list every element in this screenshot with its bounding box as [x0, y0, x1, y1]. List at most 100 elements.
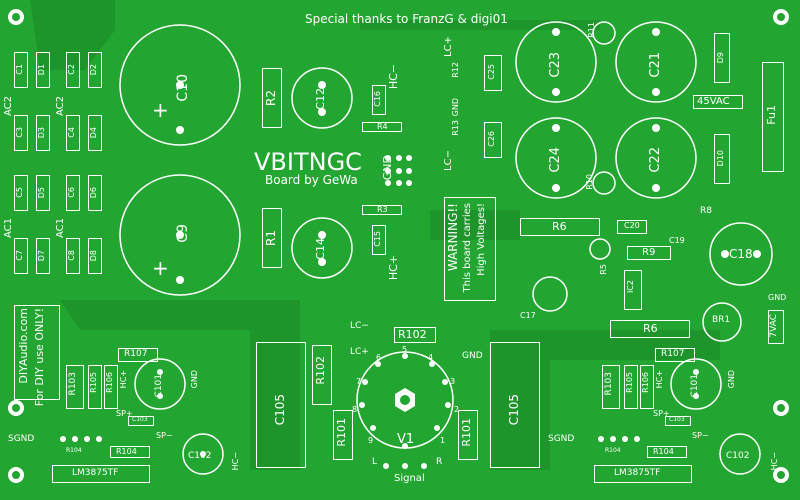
- gnd-pad: [406, 155, 412, 161]
- hc-minus-label: HC−: [387, 64, 400, 90]
- ac1-label: AC1: [55, 218, 66, 239]
- sp-plus-label: SP+: [116, 409, 133, 418]
- r8-label: R8: [700, 206, 712, 216]
- warning-line-3: High Voltages!: [476, 203, 487, 276]
- signal-pad: [421, 463, 427, 469]
- pin-number: 4: [428, 353, 434, 362]
- c7-cap: [14, 238, 28, 274]
- fuse-holder: [762, 62, 784, 172]
- r104-resistor: [110, 446, 150, 458]
- ac2-label: AC2: [3, 96, 14, 117]
- c105-cap-left: [256, 342, 306, 468]
- gnd-label: GND: [727, 370, 736, 389]
- d6-diode: [88, 175, 102, 211]
- c103-cap: [128, 416, 154, 426]
- d2-diode: [88, 52, 102, 88]
- pad: [598, 436, 604, 442]
- c102-label: C102: [726, 451, 750, 461]
- r106-resistor: [640, 365, 654, 409]
- gnd-pad: [396, 180, 402, 186]
- d4-label: D4: [89, 127, 98, 139]
- r6b-label: R6: [643, 322, 658, 335]
- r107-resistor: [118, 348, 158, 362]
- warning-box: [444, 197, 496, 301]
- r2-label: R2: [264, 90, 278, 106]
- c25-cap: [484, 55, 502, 91]
- d9-label: D9: [716, 52, 725, 64]
- signal-pad: [383, 463, 389, 469]
- c105-label-right: C105: [507, 394, 521, 426]
- gnd-pad: [406, 180, 412, 186]
- r101-resistor-right: [458, 410, 478, 460]
- lc-minus-label: LC−: [350, 321, 369, 331]
- mounting-hole: [773, 9, 789, 25]
- c2-cap: [66, 52, 80, 88]
- r9-resistor: [627, 246, 671, 260]
- r103-resistor: [66, 365, 84, 409]
- r102-resistor: [394, 327, 436, 343]
- c6-label: C6: [67, 187, 76, 198]
- d3-label: D3: [37, 127, 46, 139]
- diy-notice-2: For DIY use ONLY!: [33, 308, 46, 407]
- pin-number: 3: [450, 377, 456, 386]
- signal-pad: [402, 463, 408, 469]
- d1-diode: [36, 52, 50, 88]
- pin-number: 6: [376, 353, 382, 362]
- r107-label: R107: [661, 349, 685, 359]
- c105-label-left: C105: [273, 394, 287, 426]
- pad: [610, 436, 616, 442]
- c6-cap: [66, 175, 80, 211]
- r1-label: R1: [264, 230, 278, 246]
- d5-diode: [36, 175, 50, 211]
- d10-diode: [714, 134, 730, 184]
- r5-label: R5: [599, 264, 608, 275]
- sgnd-label: SGND: [548, 434, 575, 444]
- lc-minus-label: LC−: [443, 150, 454, 171]
- diy-notice-1: DIYAudio.com: [17, 308, 30, 384]
- c21-label: C21: [648, 52, 663, 78]
- r105-resistor: [624, 365, 638, 409]
- pin-number: 2: [454, 405, 460, 414]
- r101-label-left: R101: [335, 418, 348, 447]
- c5-cap: [14, 175, 28, 211]
- c22-label: C22: [648, 147, 663, 173]
- board-subtitle: Board by GeWa: [265, 173, 358, 187]
- c1-label: C1: [15, 64, 24, 75]
- ic2-chip: [624, 270, 642, 310]
- r106-resistor: [104, 365, 118, 409]
- gnd-label: GND: [768, 293, 787, 302]
- lm3875-label: LM3875TF: [72, 468, 119, 478]
- r102-label: R102: [398, 328, 427, 341]
- c17-label: C17: [520, 311, 536, 320]
- d7-label: D7: [37, 250, 46, 262]
- r104-small-label: R104: [66, 447, 82, 454]
- c9-label: C9: [175, 224, 191, 243]
- c4-cap: [66, 115, 80, 151]
- c101-label: C101: [690, 374, 700, 398]
- r6-label: R6: [552, 220, 567, 233]
- pin-l-label: L: [372, 457, 378, 467]
- gnd-pad: [385, 180, 391, 186]
- d3-diode: [36, 115, 50, 151]
- pad: [96, 436, 102, 442]
- c8-cap: [66, 238, 80, 274]
- c19-label: C19: [669, 236, 685, 245]
- voltage-box: [693, 95, 743, 109]
- lc-plus-label: LC+: [443, 36, 454, 57]
- sgnd-label: SGND: [8, 434, 35, 444]
- c18-label: C18: [729, 247, 753, 261]
- pin-number: 8: [352, 405, 358, 414]
- mounting-hole: [773, 467, 789, 483]
- v1-label: V1: [397, 432, 415, 447]
- r3-resistor: [362, 205, 402, 215]
- r102-resistor-left: [312, 345, 332, 405]
- r4-resistor: [362, 122, 402, 132]
- hc-plus-label: HC+: [387, 255, 400, 281]
- gnd-label: GND: [451, 98, 460, 117]
- c3-label: C3: [15, 127, 24, 138]
- d6-label: D6: [89, 187, 98, 199]
- r1-resistor: [262, 208, 282, 268]
- pin-number: 5: [402, 345, 408, 354]
- br1-label: BR1: [712, 315, 731, 325]
